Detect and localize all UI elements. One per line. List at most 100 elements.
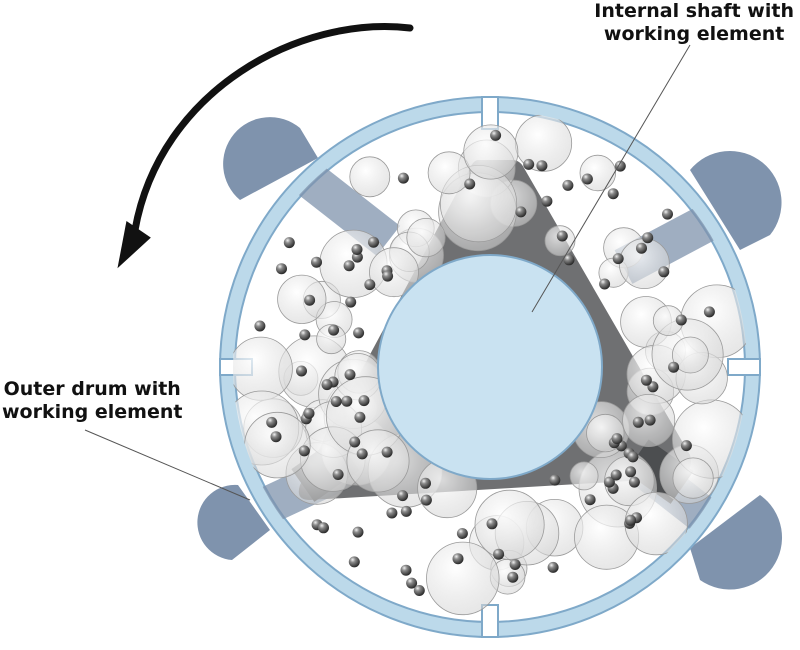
internal-shaft-label-line2: working element [603,23,785,45]
shaft-leader-line [531,44,691,313]
grinding-ball [266,416,278,428]
grinding-ball [581,173,593,185]
paddle-bottom-left [197,484,270,560]
grinding-ball [464,178,476,190]
grinding-ball [296,365,307,377]
grinding-ball [254,320,266,332]
grinding-ball [332,469,344,480]
grinding-ball [490,129,502,141]
grinding-ball [318,522,329,534]
outer-drum-label-line1: Outer drum with [3,378,181,400]
grinding-ball [283,237,295,249]
grinding-ball [703,306,715,318]
grinding-ball [680,440,692,452]
grinding-ball [397,172,409,184]
arrow-head-icon [117,220,151,269]
bubble [277,274,327,324]
bubble [579,154,616,192]
grinding-ball [599,278,611,290]
grinding-ball [321,379,333,391]
grinding-ball [270,431,282,443]
grinding-ball [354,411,366,423]
grinding-ball [541,195,553,207]
grinding-ball [304,294,316,306]
grinding-ball [420,494,432,506]
grinding-ball [632,416,644,428]
grinding-ball [507,571,519,583]
outer-drum-label-line2: working element [2,401,183,423]
grinding-ball [612,253,624,265]
curved-arrow-icon [131,23,414,234]
outer-drum-label: Outer drum with working element [2,378,182,424]
slot-bottom [481,604,499,638]
blade-top-left [289,158,401,256]
grinding-ball [406,577,418,589]
grinding-ball [303,407,315,419]
grinding-ball [386,507,398,519]
grinding-ball [356,448,368,460]
grinding-ball [298,445,310,457]
bubble [426,541,500,616]
grinding-ball [381,446,393,458]
bubble [672,457,714,499]
grinding-ball [675,314,687,326]
grinding-ball [562,179,574,191]
grinding-ball [509,559,521,570]
grinding-ball [352,526,364,538]
grinding-ball [400,505,412,517]
grinding-ball [341,395,353,407]
bubble [346,429,410,493]
bubble [672,336,709,374]
grinding-ball [368,236,379,248]
outer-paddles [197,117,783,590]
grinding-ball [668,361,680,373]
grinding-ball [364,279,376,291]
grinding-ball [610,469,622,481]
grinding-ball [658,266,670,278]
grinding-ball [456,528,468,539]
grinding-ball [348,556,360,568]
grinding-ball [625,466,637,478]
grinding-ball [625,514,637,526]
grinding-ball [330,396,342,407]
grinding-ball [343,260,355,272]
grinding-ball [397,490,409,502]
grinding-ball [349,436,361,448]
slot-right [727,358,761,376]
grinding-ball [628,476,640,488]
grinding-ball [584,494,596,506]
grinding-ball [382,270,394,282]
grinding-ball [614,160,626,172]
grinding-ball [299,329,311,341]
bubble [569,461,599,491]
grinding-ball [611,433,623,445]
grinding-ball [413,585,425,596]
grinding-ball [536,160,548,172]
grinding-ball [642,232,654,244]
internal-shaft-label-line1: Internal shaft with [594,0,794,22]
grinding-ball [345,296,357,308]
bubble [463,124,519,180]
grinding-ball [556,230,568,242]
grinding-ball [351,244,363,255]
internal-shaft-label: Internal shaft with working element [594,0,794,46]
grinding-ball [358,395,370,407]
paddle-bottom-right [690,495,783,590]
paddle-top-right [690,150,782,250]
grinding-ball [644,414,656,426]
bubble [244,411,311,479]
bubble [474,489,545,560]
grinding-ball [549,474,561,486]
grinding-ball [640,374,652,386]
grinding-ball [486,518,498,530]
grinding-ball [515,206,527,218]
bubble [349,156,391,198]
grinding-ball [353,327,365,339]
grinding-ball [420,477,431,489]
paddle-top-left [223,117,318,200]
grinding-ball [547,561,559,573]
grinding-ball [603,476,615,488]
grinding-ball [276,263,287,275]
grinding-ball [636,242,647,254]
